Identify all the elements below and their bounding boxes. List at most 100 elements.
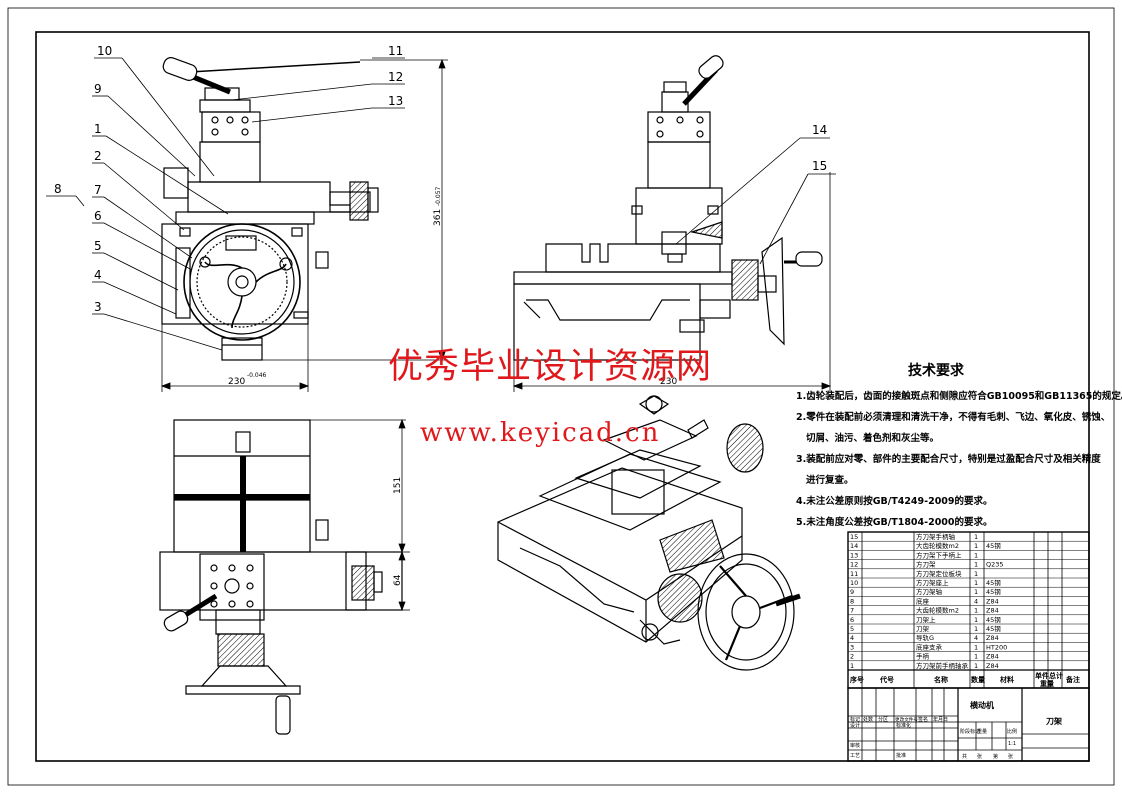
header-qty: 数量 — [971, 675, 985, 684]
tb-label-standard: 标准化 — [896, 722, 911, 729]
parts-row-name: 方刀架座上 — [916, 578, 949, 587]
tech-req-item-5: 5.未注角度公差按GB/T1804-2000的要求。 — [796, 517, 993, 528]
parts-row-qty: 1 — [974, 551, 978, 559]
parts-row-qty: 4 — [974, 634, 978, 642]
tech-req-title: 技术要求 — [908, 363, 964, 379]
drawing-frame — [35, 31, 1090, 762]
header-unit: 单件 — [1035, 671, 1049, 680]
parts-list-header: 序号 代号 名称 数量 材料 单件 总计 重量 备注 — [849, 671, 1080, 688]
parts-row-mat: 45钢 — [986, 616, 1001, 624]
top-view-dimensions — [310, 418, 410, 612]
tech-req-item-2: 2.零件在装配前必须清理和清洗干净，不得有毛刺、飞边、氧化皮、锈蚀、 — [796, 412, 1111, 423]
side-view — [513, 55, 823, 361]
parts-row-no: 4 — [850, 634, 854, 642]
header-mat: 材料 — [999, 675, 1014, 684]
parts-row-name: 刀架 — [916, 625, 930, 633]
parts-row-qty: 1 — [974, 533, 978, 541]
header-note: 备注 — [1065, 675, 1080, 684]
header-name: 名称 — [934, 675, 948, 684]
parts-row-no: 12 — [850, 561, 858, 569]
callout-10: 10 — [97, 44, 112, 58]
parts-row-qty: 1 — [974, 570, 978, 578]
callout-15: 15 — [812, 159, 827, 173]
callout-8: 8 — [54, 182, 62, 196]
parts-row-mat: HT200 — [986, 643, 1007, 651]
dim-height-total: 361 — [433, 209, 443, 226]
parts-row-mat: Z84 — [986, 597, 999, 605]
parts-row-mat: Z84 — [986, 607, 999, 615]
callout-11: 11 — [388, 44, 403, 58]
callout-13: 13 — [388, 94, 403, 108]
parts-row-no: 15 — [850, 533, 858, 541]
callout-12: 12 — [388, 70, 403, 84]
tb-label-sign: 签名 — [918, 716, 928, 723]
top-view — [159, 419, 403, 735]
callout-14: 14 — [812, 123, 827, 137]
dim-width-front-tolerance: -0.046 — [247, 372, 267, 379]
parts-row-no: 9 — [850, 588, 854, 596]
parts-row-qty: 1 — [974, 607, 978, 615]
sheet-trim-border — [7, 7, 1115, 786]
callout-1: 1 — [94, 122, 102, 136]
tech-req-item-1: 1.齿轮装配后，齿面的接触斑点和侧隙应符合GB10095和GB11365的规定。 — [796, 391, 1122, 402]
parts-row-name: 方刀架定位板块 — [916, 569, 962, 578]
dim-width-front: 230 — [228, 377, 245, 387]
tb-label-change-doc: 更改文件号 — [895, 716, 918, 723]
callout-numbers: 10 9 1 2 8 7 6 5 4 3 11 12 13 14 15 — [54, 44, 827, 314]
parts-row-qty: 1 — [974, 653, 978, 661]
callout-7: 7 — [94, 183, 102, 197]
parts-row-name: 手柄 — [916, 652, 930, 661]
parts-row-name: 方刀架 — [916, 560, 936, 569]
tb-label-approve: 批准 — [896, 752, 906, 759]
callout-9: 9 — [94, 82, 102, 96]
parts-row-name: 方刀架手柄轴 — [916, 532, 956, 541]
parts-row-qty: 1 — [974, 588, 978, 596]
callout-3: 3 — [94, 300, 102, 314]
tb-label-scale: 比例 — [1007, 728, 1017, 735]
parts-row-name: 导轨G — [916, 633, 934, 642]
tb-label-count: 处数 — [863, 716, 873, 723]
header-total: 总计 — [1049, 671, 1063, 680]
dim-top-depth-1: 151 — [393, 477, 403, 494]
tb-label-weight: 重量 — [977, 728, 987, 735]
parts-row-name: 大齿轮模数m2 — [916, 541, 959, 550]
technical-requirements: 技术要求 1.齿轮装配后，齿面的接触斑点和侧隙应符合GB10095和GB1136… — [796, 360, 1122, 533]
drawing-name: 刀架 — [1046, 716, 1062, 726]
tb-label-zone: 分区 — [878, 716, 888, 723]
parts-row-name: 大齿轮模数m2 — [916, 606, 959, 615]
dim-top-depth-2: 64 — [393, 574, 403, 586]
parts-row-qty: 1 — [974, 616, 978, 624]
parts-row-mat: Q235 — [986, 561, 1004, 569]
title-block — [847, 687, 1090, 762]
parts-row-name: 方刀架轴 — [916, 587, 943, 596]
parts-list-rows — [848, 540, 1089, 662]
tb-label-no: 第 — [993, 753, 998, 760]
tb-label-mark: 标记 — [850, 716, 860, 723]
parts-row-name: 底座 — [916, 596, 930, 605]
tb-label-design: 设计 — [850, 722, 860, 729]
parts-row-no: 7 — [850, 607, 854, 615]
tech-req-item-3-cont: 进行复查。 — [806, 475, 854, 486]
parts-row-mat: Z84 — [986, 634, 999, 642]
parts-row-mat: 45钢 — [986, 579, 1001, 587]
parts-row-qty: 1 — [974, 561, 978, 569]
parts-row-name: 方刀架下手柄上 — [916, 550, 962, 559]
parts-row-no: 6 — [850, 616, 854, 624]
parts-row-no: 13 — [850, 551, 858, 559]
parts-list-table — [847, 531, 1090, 689]
parts-row-name: 底座支承 — [916, 642, 943, 651]
callout-2: 2 — [94, 149, 102, 163]
header-no: 序号 — [849, 675, 864, 684]
callout-5: 5 — [94, 239, 102, 253]
dim-width-side: 230 — [660, 377, 677, 387]
side-view-dimensions — [512, 172, 832, 392]
parts-row-no: 2 — [850, 653, 854, 661]
isometric-view — [497, 395, 801, 671]
parts-row-mat: 45钢 — [986, 625, 1001, 633]
callout-4: 4 — [94, 268, 102, 282]
parts-row-qty: 4 — [974, 597, 978, 605]
callout-leaders — [46, 57, 836, 351]
parts-row-no: 14 — [850, 542, 858, 550]
